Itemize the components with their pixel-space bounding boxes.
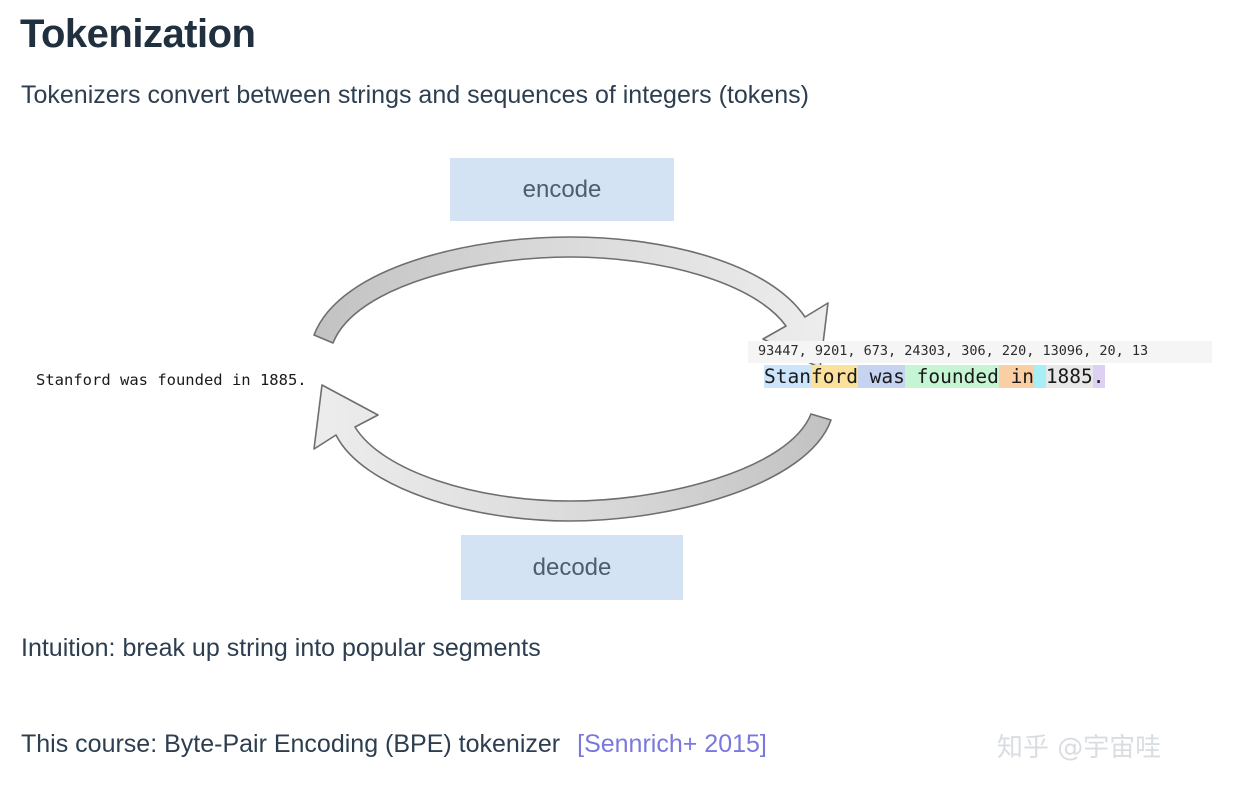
- cycle-arrow-diagram: [313, 236, 832, 522]
- token-segment: .: [1092, 365, 1105, 388]
- tokenized-output-panel: 93447, 9201, 673, 24303, 306, 220, 13096…: [748, 341, 1212, 392]
- page-title: Tokenization: [20, 12, 256, 56]
- token-segment: was: [857, 365, 905, 388]
- token-segment: ford: [810, 365, 858, 388]
- page-subtitle: Tokenizers convert between strings and s…: [21, 81, 809, 109]
- encode-box: encode: [450, 158, 674, 221]
- token-segment: in: [998, 365, 1035, 388]
- course-note-text: This course: Byte-Pair Encoding (BPE) to…: [21, 730, 561, 758]
- token-id-list: 93447, 9201, 673, 24303, 306, 220, 13096…: [748, 341, 1212, 363]
- token-segment: founded: [904, 365, 999, 388]
- encode-arrow: [313, 236, 829, 369]
- token-segment: [1034, 365, 1046, 388]
- source-string-text: Stanford was founded in 1885.: [36, 371, 307, 389]
- decode-arrow: [313, 384, 832, 522]
- decode-box: decode: [461, 535, 683, 600]
- token-segment: 1885: [1045, 365, 1093, 388]
- intuition-line: Intuition: break up string into popular …: [21, 634, 541, 662]
- token-segments: Stanford was founded in 1885.: [764, 363, 1212, 392]
- encode-label: encode: [522, 175, 602, 203]
- decode-label: decode: [532, 553, 612, 581]
- citation-link[interactable]: [Sennrich+ 2015]: [577, 730, 767, 758]
- course-line: This course: Byte-Pair Encoding (BPE) to…: [21, 730, 767, 759]
- watermark: 知乎 @宇宙哇: [997, 733, 1162, 763]
- token-segment: Stan: [764, 365, 811, 388]
